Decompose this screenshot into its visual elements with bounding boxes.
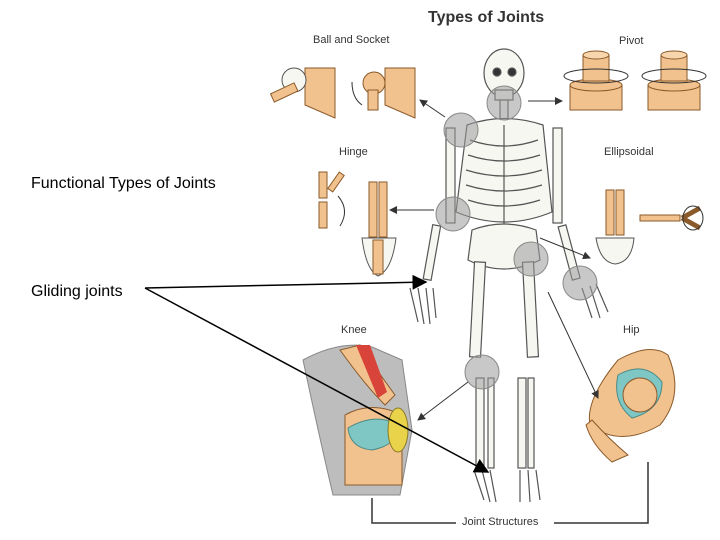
hinge-illustration [318,171,397,277]
joint-highlights [435,85,598,390]
knee-illustration [302,344,413,496]
pivot-illustration [563,50,707,111]
slide-heading: Functional Types of Joints [31,175,216,192]
hip-illustration [585,349,676,463]
label-knee: Knee [341,324,367,336]
gliding-pointer-lines [144,274,490,473]
figure-title: Types of Joints [428,9,545,26]
ball-socket-illustration [269,67,416,119]
label-pivot: Pivot [619,35,644,47]
label-hinge: Hinge [339,146,368,158]
label-ellipsoidal: Ellipsoidal [604,146,654,158]
skeleton-illustration [409,48,609,503]
label-joint-structures: Joint Structures [462,516,539,528]
label-hip: Hip [623,324,640,336]
label-ball-socket: Ball and Socket [313,34,390,46]
ellipsoidal-illustration [595,189,704,265]
gliding-joints-label: Gliding joints [31,283,123,300]
joint-structures-bracket [371,462,649,524]
figure-arrows [389,97,599,421]
